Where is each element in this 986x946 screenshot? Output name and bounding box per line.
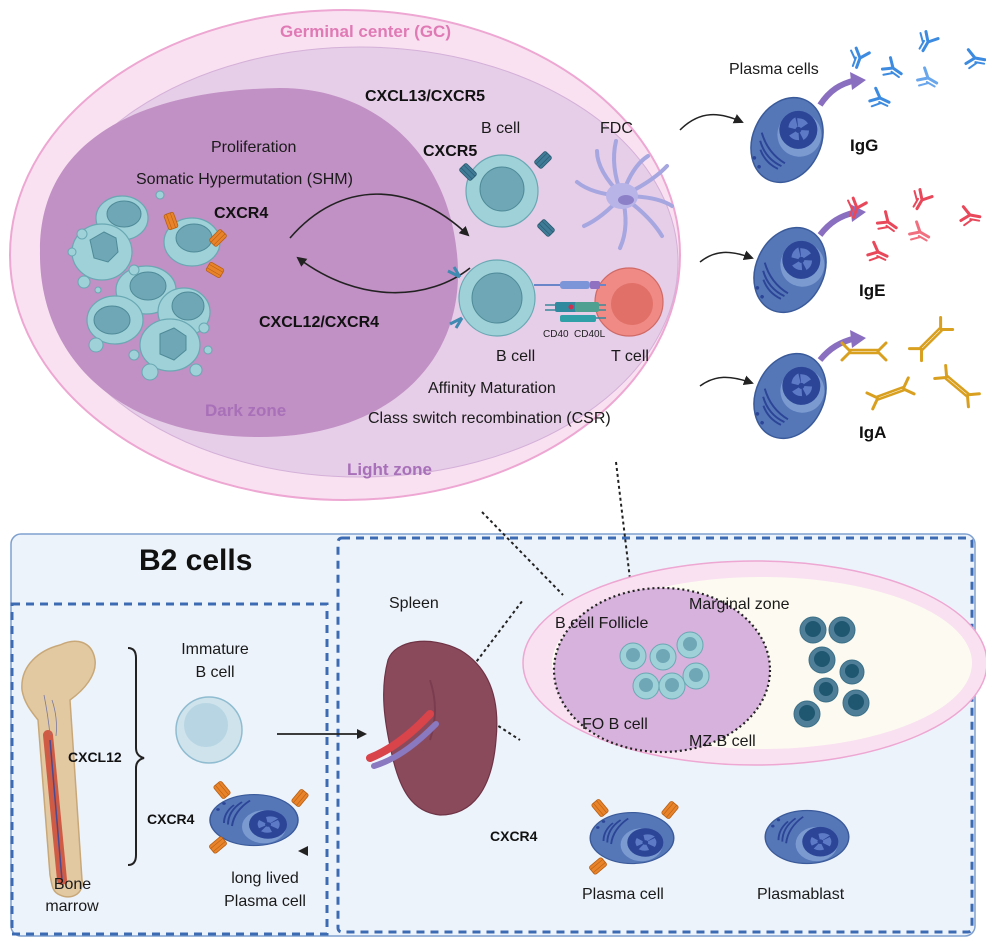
immature-b-cell-label-line1: Immature [181, 641, 249, 658]
cxcl13-cxcr5-label: CXCL13/CXCR5 [365, 88, 486, 105]
b-cell-follicle-label: B cell Follicle [555, 615, 649, 632]
igg-label: IgG [850, 136, 879, 155]
b2-cells-title: B2 cells [139, 544, 253, 577]
cxcr4-spleen-label: CXCR4 [490, 828, 538, 844]
cd40-label: CD40 [543, 329, 569, 340]
fdc-icon [575, 139, 674, 250]
plasma-cell-iga-icon [739, 330, 866, 452]
dark-zone-cell-cluster [67, 190, 228, 381]
spleen-box [336, 536, 974, 934]
shm-label: Somatic Hypermutation (SHM) [136, 171, 353, 188]
spleen-label: Spleen [389, 595, 439, 612]
gc-to-igg-arrow [679, 113, 744, 131]
llpc-label-line2: Plasma cell [224, 893, 306, 910]
iga-antibodies [840, 315, 981, 411]
cxcr4-gc-label: CXCR4 [214, 205, 269, 222]
spleen-icon [366, 640, 498, 816]
dz-to-lz-arrow [289, 193, 470, 239]
bone-label-line1: Bone [53, 876, 92, 893]
cxcl12-cxcr4-label: CXCL12/CXCR4 [259, 314, 380, 331]
zoom-line-1 [481, 511, 564, 596]
bone-marrow-icon [21, 640, 96, 898]
cxcr5-label: CXCR5 [423, 143, 478, 160]
proliferation-label: Proliferation [211, 139, 297, 156]
mz-b-cell-label: MZ B cell [689, 733, 756, 750]
plasmablast-icon [764, 809, 850, 865]
gc-to-iga-arrow [699, 375, 754, 387]
igg-antibodies [844, 28, 986, 114]
csr-label: Class switch recombination (CSR) [368, 410, 611, 427]
b-cell-bottom-icon [447, 259, 536, 337]
lz-to-dz-arrow [296, 256, 471, 294]
immature-b-cell-label-line2: B cell [195, 664, 235, 681]
llpc-label-line1: long lived [231, 870, 299, 887]
plasma-cell-label: Plasma cell [582, 886, 664, 903]
bone-marrow-box [10, 602, 329, 936]
t-cell-icon [594, 267, 664, 337]
marginal-zone-label: Marginal zone [689, 596, 790, 613]
cd40-cd40l-complex-icon [534, 281, 606, 322]
cd40l-label: CD40L [574, 329, 606, 340]
fo-b-cells [619, 631, 710, 700]
cxcl12-label: CXCL12 [68, 749, 122, 765]
iga-label: IgA [859, 423, 887, 442]
affinity-maturation-label: Affinity Maturation [428, 380, 556, 397]
plasma-cell-ige-icon [739, 204, 866, 326]
b-cell-bottom-label: B cell [496, 348, 536, 365]
dark-zone-label: Dark zone [205, 401, 287, 420]
fdc-label: FDC [600, 120, 633, 137]
light-zone-label: Light zone [347, 460, 432, 479]
gc-to-ige-arrow [699, 250, 754, 263]
b-cell-top-label: B cell [481, 120, 521, 137]
mz-b-cells [793, 616, 870, 728]
plasma-cells-header: Plasma cells [729, 61, 819, 78]
bone-label-line2: marrow [45, 898, 99, 915]
zoom-line-2 [615, 461, 633, 597]
bracket-icon [127, 647, 145, 866]
plasma-cell-igg-icon [736, 72, 866, 196]
cxcr4-bm-label: CXCR4 [147, 811, 195, 827]
b-cell-top-icon [458, 150, 556, 238]
ige-label: IgE [859, 281, 886, 300]
plasmablast-label: Plasmablast [757, 886, 845, 903]
fo-b-cell-label: FO B cell [582, 716, 648, 733]
ige-antibodies [841, 186, 983, 268]
t-cell-label: T cell [611, 348, 649, 365]
immature-b-cell-icon [175, 696, 243, 764]
gc-title: Germinal center (GC) [280, 22, 451, 41]
